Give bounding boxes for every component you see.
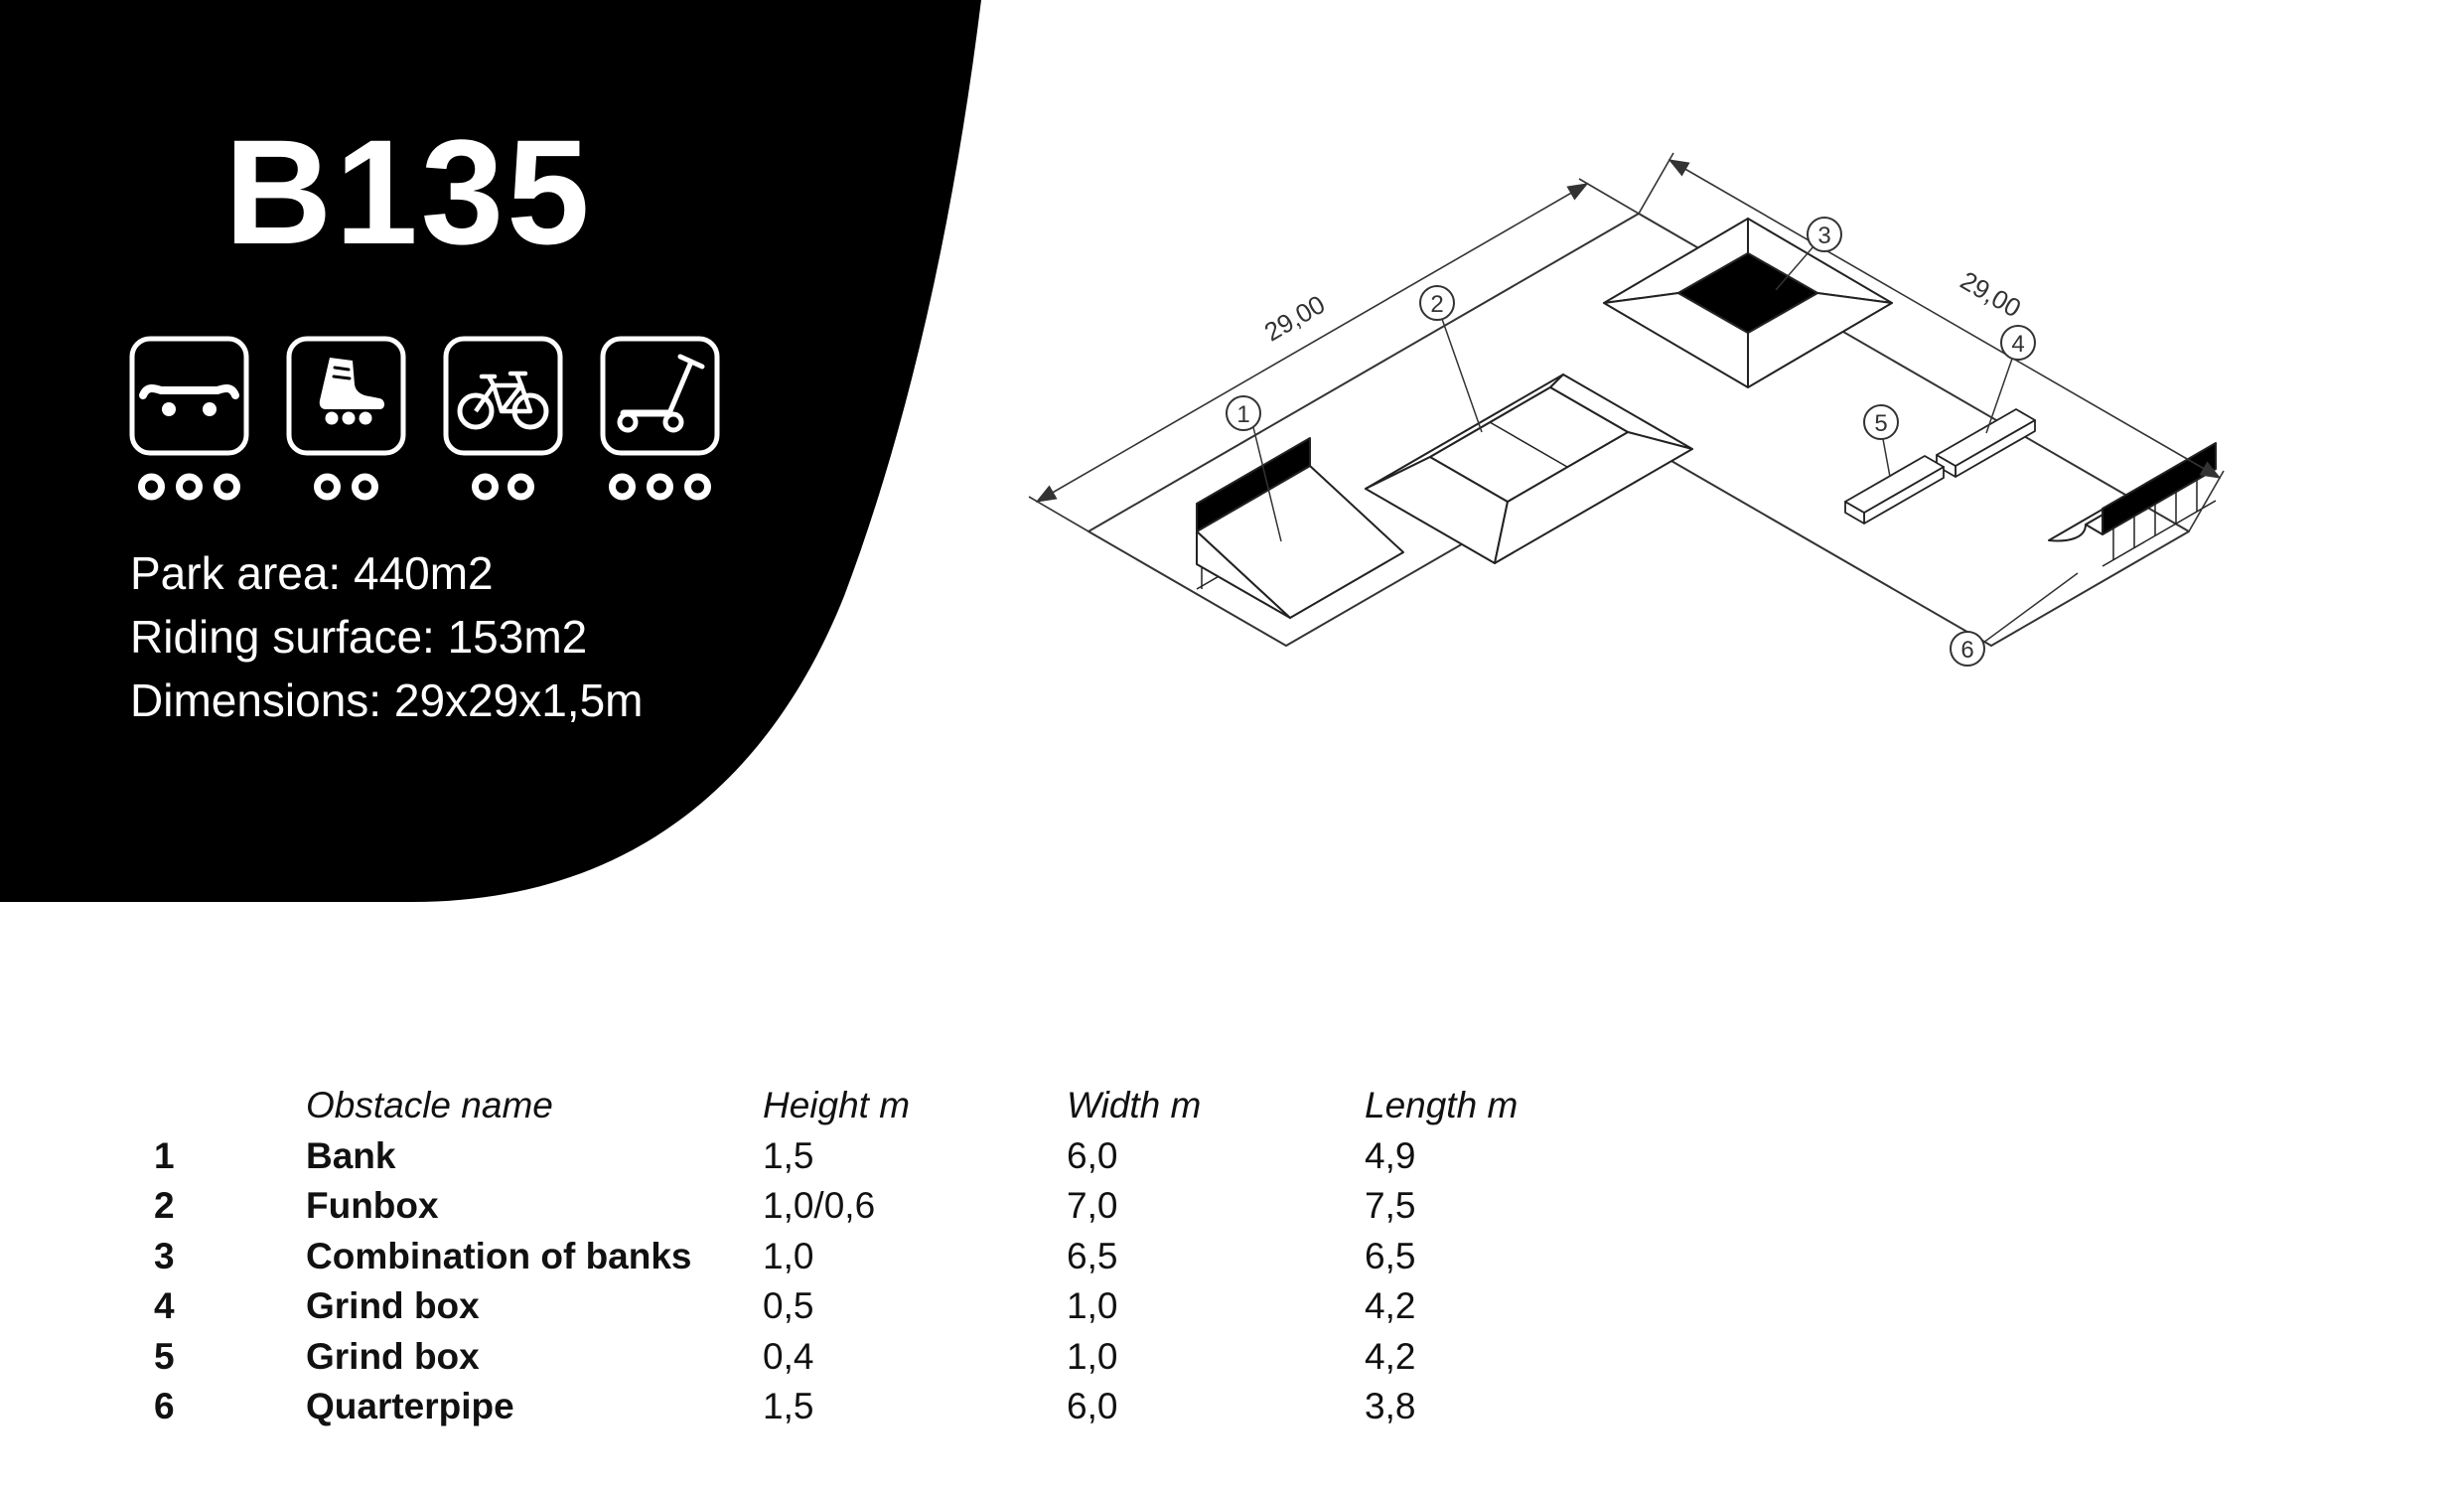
row-number: 4 (154, 1285, 175, 1326)
header-length: Length m (1365, 1085, 1519, 1125)
skateboard-wheel-dots (138, 473, 240, 501)
page-title: B135 (224, 108, 593, 275)
row-name: Grind box (306, 1285, 480, 1326)
header-height: Height m (763, 1085, 911, 1125)
obstacle-marker-6: 6 (1950, 631, 1985, 667)
row-name: Quarterpipe (306, 1386, 514, 1426)
row-width: 6,5 (1067, 1235, 1118, 1276)
row-number: 6 (154, 1386, 175, 1426)
row-height: 1,5 (763, 1386, 814, 1426)
row-length: 4,2 (1365, 1285, 1416, 1326)
obstacle-marker-5: 5 (1863, 404, 1899, 440)
header-spacer (154, 1081, 306, 1131)
inline-skates-icon (286, 336, 406, 501)
svg-text:5: 5 (1874, 410, 1887, 437)
svg-text:3: 3 (1817, 223, 1830, 249)
row-width: 1,0 (1067, 1285, 1118, 1326)
row-length: 4,2 (1365, 1335, 1416, 1377)
row-number: 3 (154, 1235, 175, 1276)
row-number: 5 (154, 1335, 175, 1377)
row-number: 2 (154, 1185, 175, 1226)
row-width: 1,0 (1067, 1335, 1118, 1377)
svg-text:6: 6 (1960, 637, 1973, 664)
inline-skates-wheel-dots (314, 473, 378, 501)
sports-icons (129, 336, 720, 510)
row-number: 1 (154, 1134, 175, 1176)
row-height: 1,0 (763, 1235, 814, 1276)
row-length: 3,8 (1365, 1386, 1416, 1426)
svg-text:1: 1 (1236, 401, 1249, 428)
isometric-park-diagram: 29,00 29,00 1 2 3 4 (1028, 152, 2225, 667)
header-obstacle-name: Obstacle name (306, 1085, 553, 1125)
scooter-wheel-dots (609, 473, 711, 501)
row-height: 0,5 (763, 1285, 814, 1326)
row-height: 1,0/0,6 (763, 1185, 876, 1226)
row-name: Funbox (306, 1185, 439, 1226)
svg-text:2: 2 (1430, 291, 1443, 318)
row-width: 6,0 (1067, 1386, 1118, 1426)
row-height: 1,5 (763, 1134, 814, 1176)
bmx-wheel-dots (472, 473, 534, 501)
row-width: 6,0 (1067, 1134, 1118, 1176)
row-width: 7,0 (1067, 1185, 1118, 1226)
obstacle-marker-4: 4 (2000, 325, 2036, 361)
park-area: Park area: 440m2 (130, 547, 494, 599)
marker-leader-lines (1252, 244, 2079, 644)
obstacle-marker-3: 3 (1807, 217, 1842, 252)
obstacle-marker-2: 2 (1419, 285, 1455, 321)
row-name: Grind box (306, 1335, 480, 1377)
dimension-left (1028, 178, 1640, 532)
dimension-label-right: 29,00 (1956, 265, 2026, 324)
obstacle-marker-1: 1 (1226, 395, 1261, 431)
bmx-bike-icon (443, 336, 563, 501)
row-name: Bank (306, 1134, 396, 1176)
header-width: Width m (1067, 1085, 1202, 1125)
obstacle-table: Obstacle name Height m Width m Length m … (154, 1081, 1613, 1432)
row-length: 7,5 (1365, 1185, 1416, 1226)
row-length: 6,5 (1365, 1235, 1416, 1276)
svg-text:4: 4 (2011, 331, 2024, 358)
skateboard-icon (129, 336, 249, 501)
row-length: 4,9 (1365, 1134, 1416, 1176)
park-stats: Park area: 440m2 Riding surface: 153m2 D… (130, 541, 643, 732)
dimensions: Dimensions: 29x29x1,5m (130, 674, 644, 726)
dimension-right (1638, 152, 2225, 532)
row-name: Combination of banks (306, 1235, 692, 1276)
riding-surface: Riding surface: 153m2 (130, 611, 588, 663)
scooter-icon (600, 336, 720, 501)
row-height: 0,4 (763, 1335, 814, 1377)
